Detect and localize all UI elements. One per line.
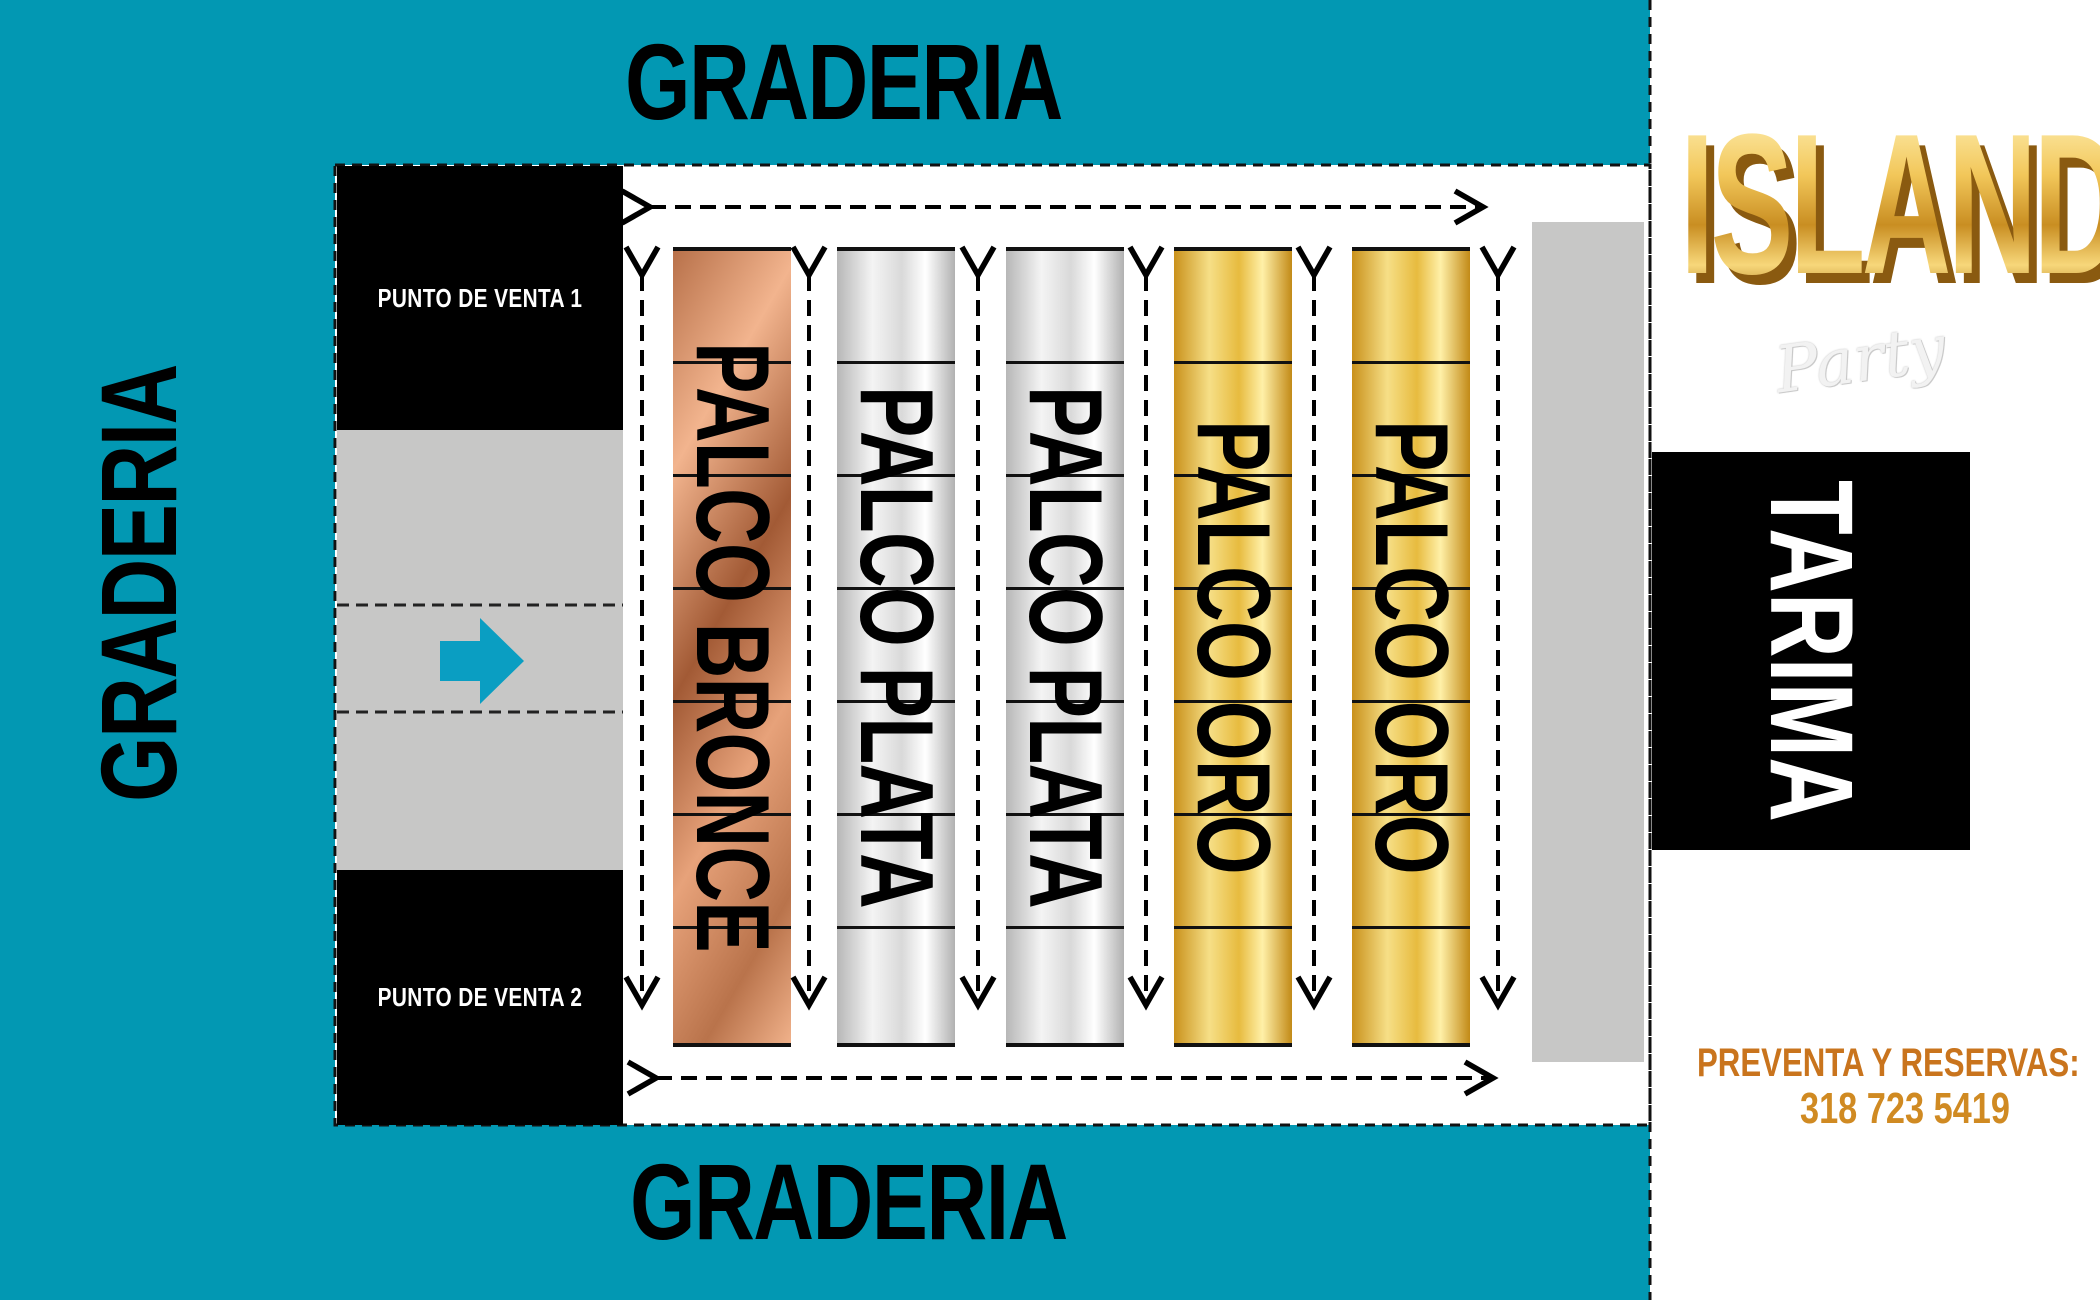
punto-de-venta-2-label: PUNTO DE VENTA 2 [377, 982, 583, 1012]
punto-de-venta-1: PUNTO DE VENTA 1 [337, 166, 623, 430]
entrance-lane-lines [337, 603, 623, 714]
logo-sub: Party [1770, 311, 1951, 409]
graderia-bottom-label: GRADERIA [630, 1141, 1068, 1262]
side-aisle [1532, 222, 1644, 1062]
logo-shadow: ISLAND [1688, 115, 2100, 315]
palco-bronce: PALCO BRONCE [673, 247, 791, 1047]
palco-plata-2: PALCO PLATA [1006, 247, 1124, 1047]
logo-main: ISLAND [1680, 105, 2100, 305]
palco-oro-2: PALCO ORO [1352, 247, 1470, 1047]
graderia-top-label: GRADERIA [625, 21, 1063, 142]
palco-oro-1: PALCO ORO [1174, 247, 1292, 1047]
graderia-area-bottom [0, 1125, 1650, 1300]
graderia-area-left [0, 0, 335, 1300]
punto-de-venta-2: PUNTO DE VENTA 2 [337, 870, 623, 1125]
palco-plata-1: PALCO PLATA [837, 247, 955, 1047]
phone-number[interactable]: 318 723 5419 [1800, 1084, 2010, 1133]
island-party-logo: ISLAND ISLAND Party [1680, 105, 2100, 425]
preventa-label: PREVENTA Y RESERVAS: [1697, 1041, 2080, 1085]
tarima-label: TARIMA [1745, 479, 1877, 823]
arrow-right-icon [440, 618, 524, 704]
punto-de-venta-1-label: PUNTO DE VENTA 1 [377, 282, 583, 313]
tarima: TARIMA [1652, 452, 1970, 850]
